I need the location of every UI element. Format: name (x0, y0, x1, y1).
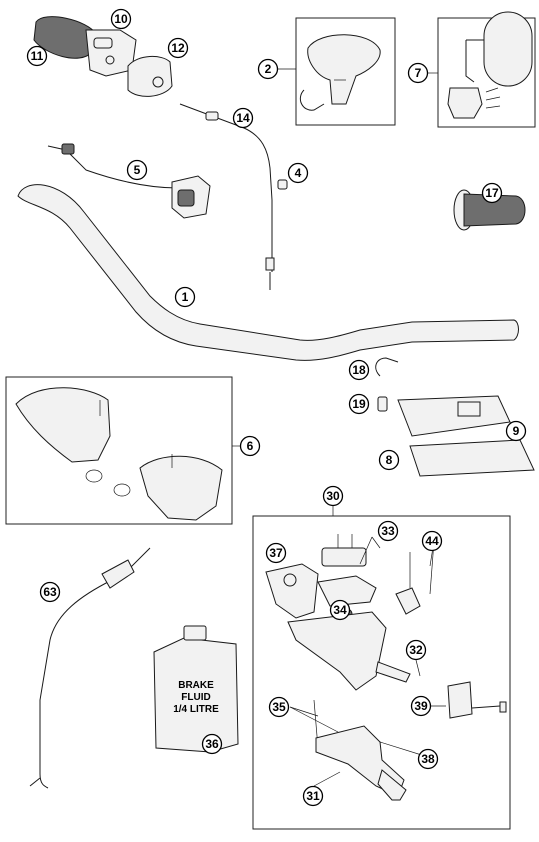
badge-part-63: 63 (39, 581, 61, 603)
brake-fluid-bottle: BRAKE FLUID 1/4 LITRE (153, 625, 239, 753)
badge-label-11: 11 (31, 49, 44, 63)
badge-label-37: 37 (269, 546, 283, 560)
handlebar (17, 184, 519, 361)
frame-part-7 (437, 17, 536, 128)
left-grip (453, 189, 526, 231)
badge-part-17: 17 (481, 182, 503, 204)
badge-label-36: 36 (205, 737, 219, 751)
badge-label-63: 63 (43, 585, 57, 599)
badge-label-2: 2 (265, 62, 272, 76)
badge-label-34: 34 (333, 603, 347, 617)
badge-part-7: 7 (407, 62, 429, 84)
badge-part-2: 2 (257, 58, 279, 80)
badge-part-6: 6 (239, 435, 261, 457)
badge-part-37: 37 (265, 542, 287, 564)
badge-part-8: 8 (378, 449, 400, 471)
badge-part-5: 5 (126, 159, 148, 181)
badge-part-31: 31 (302, 785, 324, 807)
kill-switch (47, 143, 211, 219)
badge-part-39: 39 (410, 695, 432, 717)
badge-label-19: 19 (352, 397, 366, 411)
brake-line (29, 547, 151, 789)
badge-label-6: 6 (247, 439, 254, 453)
badge-label-18: 18 (352, 363, 366, 377)
badge-part-36: 36 (201, 733, 223, 755)
badge-part-4: 4 (287, 162, 309, 184)
badge-part-10: 10 (110, 8, 132, 30)
badge-label-12: 12 (171, 41, 185, 55)
badge-label-30: 30 (326, 489, 340, 503)
badge-label-1: 1 (182, 290, 189, 304)
badge-label-33: 33 (381, 524, 395, 538)
frame-part-6 (5, 376, 233, 525)
handguard-mount-cover (299, 34, 381, 111)
badge-part-1: 1 (174, 286, 196, 308)
badge-part-32: 32 (405, 639, 427, 661)
cable-ties (375, 357, 399, 412)
mirror-assembly (447, 11, 533, 119)
badge-label-7: 7 (415, 66, 422, 80)
bottle-label-line-2: FLUID (181, 692, 210, 703)
badge-part-30: 30 (322, 485, 344, 507)
bottle-label-line-3: 1/4 LITRE (173, 704, 219, 715)
badge-label-10: 10 (114, 12, 128, 26)
throttle-cable (179, 103, 288, 290)
badge-part-11: 11 (26, 45, 48, 67)
throttle-housing-cap (127, 56, 173, 97)
badge-label-14: 14 (236, 111, 250, 125)
badge-part-12: 12 (167, 37, 189, 59)
badge-part-19: 19 (348, 393, 370, 415)
badge-part-18: 18 (348, 359, 370, 381)
master-cylinder-assembly (265, 534, 507, 801)
throttle-grip-assembly (33, 16, 137, 77)
badge-label-38: 38 (421, 752, 435, 766)
badge-label-44: 44 (425, 534, 439, 548)
frame-part-30 (252, 515, 511, 830)
badge-label-39: 39 (414, 699, 428, 713)
badge-label-31: 31 (306, 789, 320, 803)
badge-part-34: 34 (329, 599, 351, 621)
handguard-pair (15, 387, 223, 521)
badge-part-35: 35 (268, 696, 290, 718)
badge-part-14: 14 (232, 107, 254, 129)
badge-label-5: 5 (134, 163, 141, 177)
frame-part-2 (295, 17, 396, 126)
badge-label-35: 35 (272, 700, 286, 714)
bottle-label-line-1: BRAKE (178, 680, 214, 691)
badge-label-4: 4 (295, 166, 302, 180)
badge-label-9: 9 (513, 424, 520, 438)
badge-label-17: 17 (485, 186, 499, 200)
badge-part-38: 38 (417, 748, 439, 770)
adhesive-pads (397, 395, 535, 477)
badge-part-9: 9 (505, 420, 527, 442)
badge-label-32: 32 (409, 643, 423, 657)
badge-label-8: 8 (386, 453, 393, 467)
badge-part-44: 44 (421, 530, 443, 552)
badge-part-33: 33 (377, 520, 399, 542)
